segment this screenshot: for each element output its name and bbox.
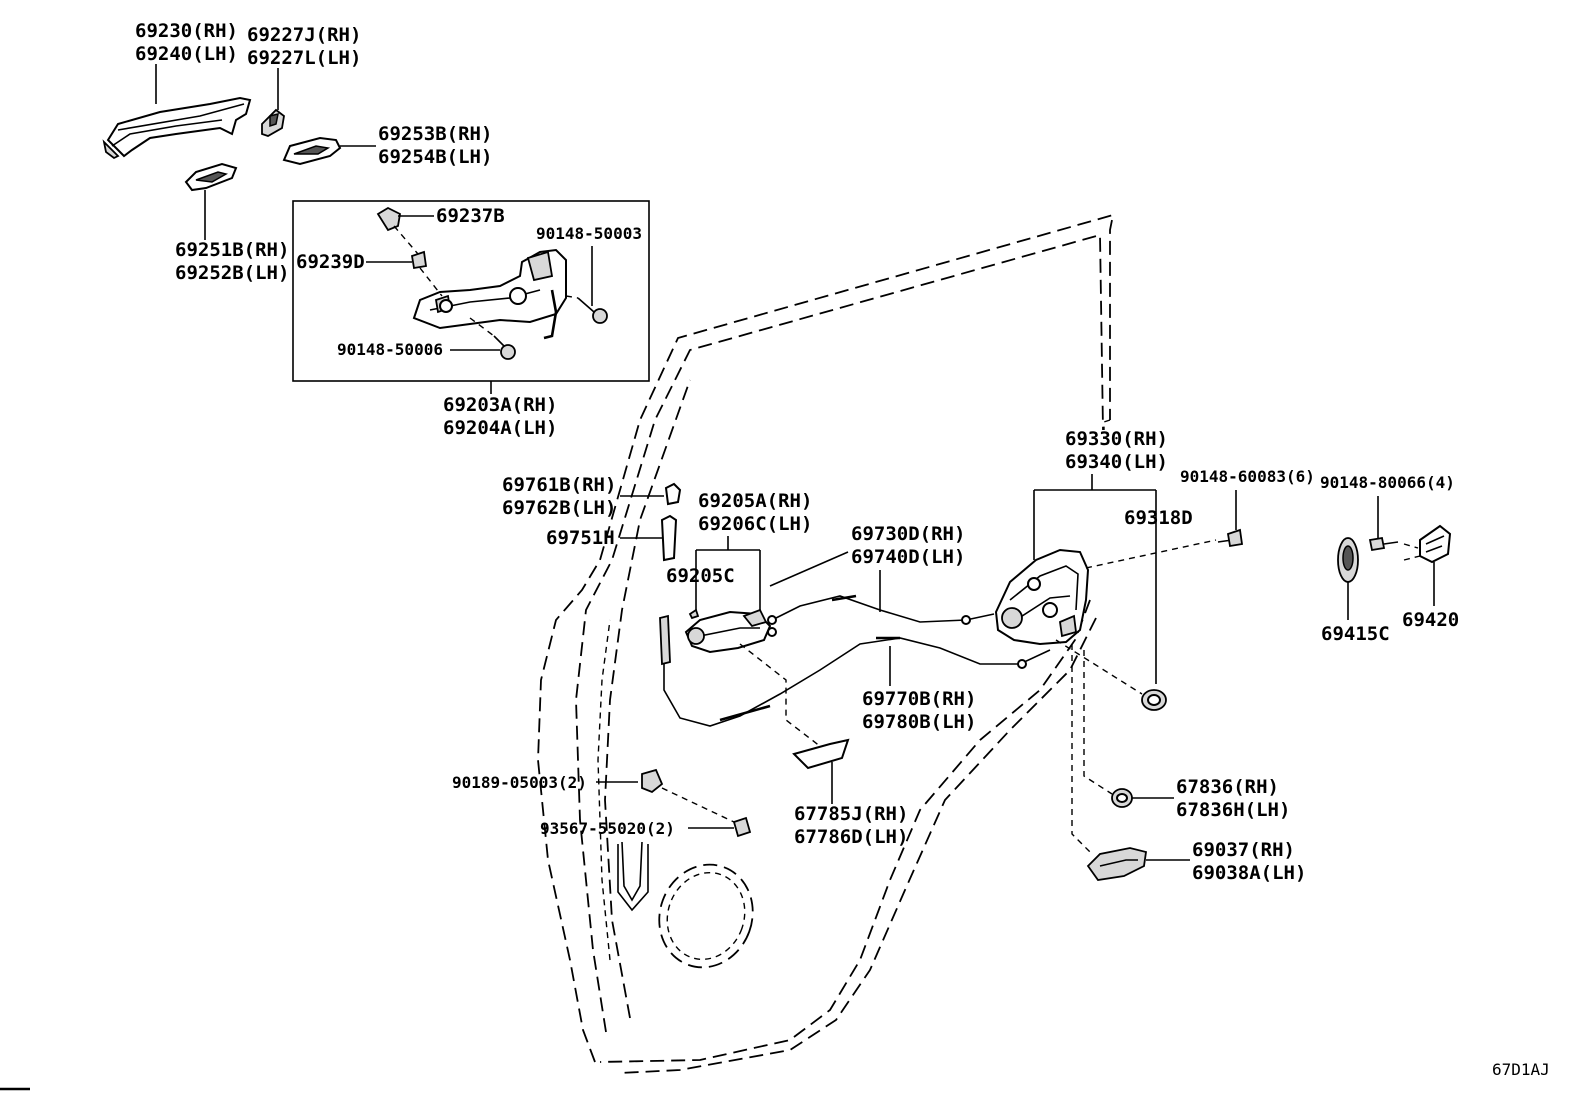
screw-55020-icon <box>732 816 752 838</box>
door-outline <box>537 213 1115 1074</box>
inner-handle-bezel-icon <box>184 162 238 192</box>
label-69251b: 69251B(RH) <box>175 239 289 261</box>
handle-frame-icon <box>412 248 567 340</box>
dash-69037 <box>1071 644 1093 855</box>
leader-69730d <box>769 551 849 587</box>
label-69237b: 69237B <box>436 205 505 227</box>
screw-60083-icon <box>1217 528 1244 548</box>
striker-icon <box>1419 524 1452 564</box>
dash-striker <box>1403 543 1421 561</box>
clip-69237b-icon <box>376 206 401 232</box>
label-69230: 69230(RH) <box>135 20 238 42</box>
outer-handle-icon <box>102 96 252 160</box>
label-90189-05003: 90189-05003(2) <box>452 773 587 792</box>
label-69037: 69037(RH) <box>1192 839 1295 861</box>
leader-69205a <box>695 536 761 610</box>
label-90148-50006: 90148-50006 <box>337 340 443 359</box>
cap-69318d-icon <box>1141 689 1167 711</box>
label-69780b: 69780B(LH) <box>862 711 976 733</box>
clip-69761b-icon <box>664 482 682 506</box>
label-69227l: 69227L(LH) <box>247 47 361 69</box>
label-69318d: 69318D <box>1124 507 1193 529</box>
label-69761b: 69761B(RH) <box>502 474 616 496</box>
pad-67785j-icon <box>792 738 850 770</box>
label-69038a: 69038A(LH) <box>1192 862 1306 884</box>
lock-cover-69037-icon <box>1086 847 1148 881</box>
label-69751h: 69751H <box>546 527 615 549</box>
label-69340: 69340(LH) <box>1065 451 1168 473</box>
leader-69330 <box>1033 474 1157 684</box>
door-lock-icon <box>994 548 1090 646</box>
plug-69239d-icon <box>410 250 428 270</box>
label-67836: 67836(RH) <box>1176 776 1279 798</box>
screw-50003-icon <box>577 297 608 324</box>
clip-05003-icon <box>641 768 664 794</box>
label-90148-60083: 90148-60083(6) <box>1180 467 1315 486</box>
dash-screws <box>469 295 579 337</box>
label-67785j: 67785J(RH) <box>794 803 908 825</box>
dash-55020 <box>661 787 735 823</box>
grommet-67836-icon <box>1111 788 1133 808</box>
rod-69751h-icon <box>660 514 678 562</box>
cable-69730d-icon <box>767 594 995 625</box>
handle-bezel-icon <box>282 136 342 166</box>
label-69204a: 69204A(LH) <box>443 417 557 439</box>
screw-50006-icon <box>493 335 516 360</box>
label-90148-50003: 90148-50003 <box>536 224 642 243</box>
label-93567-55020: 93567-55020(2) <box>540 819 675 838</box>
label-69240: 69240(LH) <box>135 43 238 65</box>
label-69253b: 69253B(RH) <box>378 123 492 145</box>
cable-69770b-icon <box>659 614 1051 727</box>
dash-60083 <box>1085 539 1217 569</box>
dash-69318d <box>1055 639 1143 695</box>
diagram-code: 67D1AJ <box>1492 1060 1550 1079</box>
striker-cover-icon <box>1337 537 1359 583</box>
label-69205c: 69205C <box>666 565 735 587</box>
label-69762b: 69762B(LH) <box>502 497 616 519</box>
label-90148-80066: 90148-80066(4) <box>1320 473 1455 492</box>
handle-cover-icon <box>261 108 285 137</box>
dash-69237b <box>393 225 443 297</box>
label-69206c: 69206C(LH) <box>698 513 812 535</box>
label-69205a: 69205A(RH) <box>698 490 812 512</box>
label-69740d: 69740D(LH) <box>851 546 965 568</box>
screw-80066-icon <box>1368 536 1399 552</box>
dash-67785j <box>739 643 839 761</box>
label-69770b: 69770B(RH) <box>862 688 976 710</box>
inner-handle-icon <box>684 608 777 654</box>
label-67836h: 67836H(LH) <box>1176 799 1290 821</box>
label-69420: 69420 <box>1402 609 1459 631</box>
label-67786d: 67786D(LH) <box>794 826 908 848</box>
label-69330: 69330(RH) <box>1065 428 1168 450</box>
label-69252b: 69252B(LH) <box>175 262 289 284</box>
handle-frame-box <box>292 200 650 382</box>
label-69730d: 69730D(RH) <box>851 523 965 545</box>
label-69239d: 69239D <box>296 251 365 273</box>
label-69254b: 69254B(LH) <box>378 146 492 168</box>
dash-67836 <box>1083 650 1113 795</box>
label-69415c: 69415C <box>1321 623 1390 645</box>
label-69227j: 69227J(RH) <box>247 24 361 46</box>
screw-69205c-icon <box>688 608 700 620</box>
label-69203a: 69203A(RH) <box>443 394 557 416</box>
